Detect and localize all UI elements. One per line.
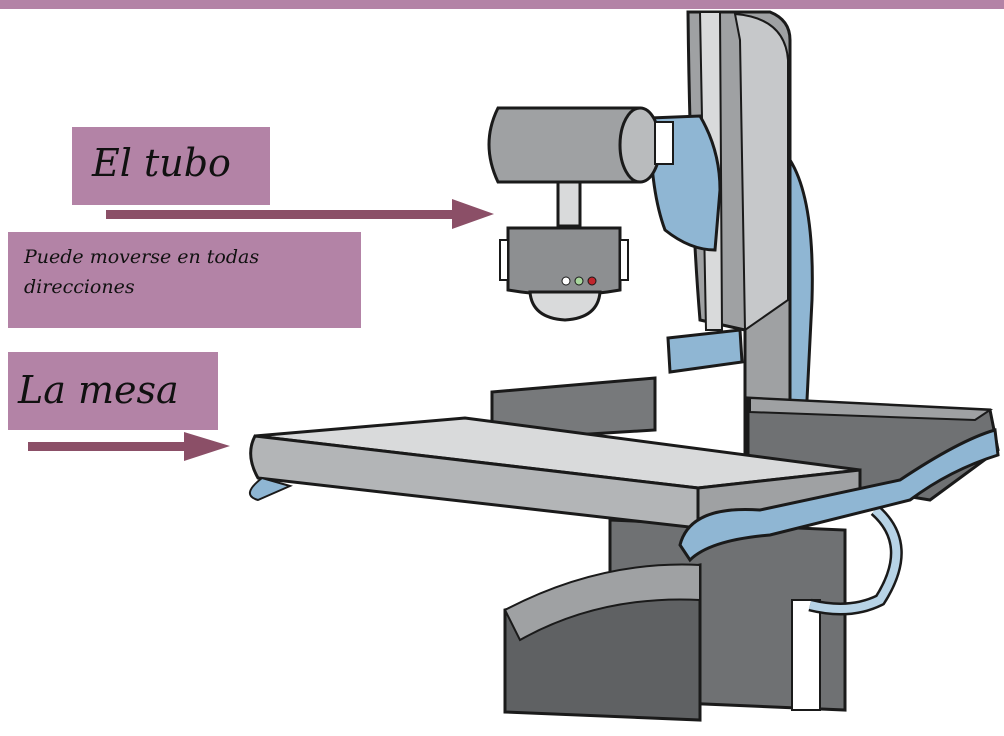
tube-title-label: El tubo: [72, 127, 270, 205]
table-pointer-arrow: [28, 432, 230, 461]
tube-description-text: Puede moverse en todas direcciones: [24, 246, 260, 298]
xray-tube: [487, 106, 674, 322]
column-block: [666, 328, 744, 374]
top-decorative-band: [0, 0, 1004, 9]
tube-description-label: Puede moverse en todas direcciones: [8, 232, 361, 328]
table-title-text: La mesa: [18, 368, 179, 412]
tube-title-text: El tubo: [92, 141, 231, 185]
table-blue-handle: [678, 428, 1000, 563]
machine-base: [503, 518, 847, 722]
patient-table: [249, 416, 862, 530]
table-title-label: La mesa: [8, 352, 218, 430]
column-blue-rail: [788, 154, 814, 442]
tube-pointer-arrow: [106, 199, 494, 229]
